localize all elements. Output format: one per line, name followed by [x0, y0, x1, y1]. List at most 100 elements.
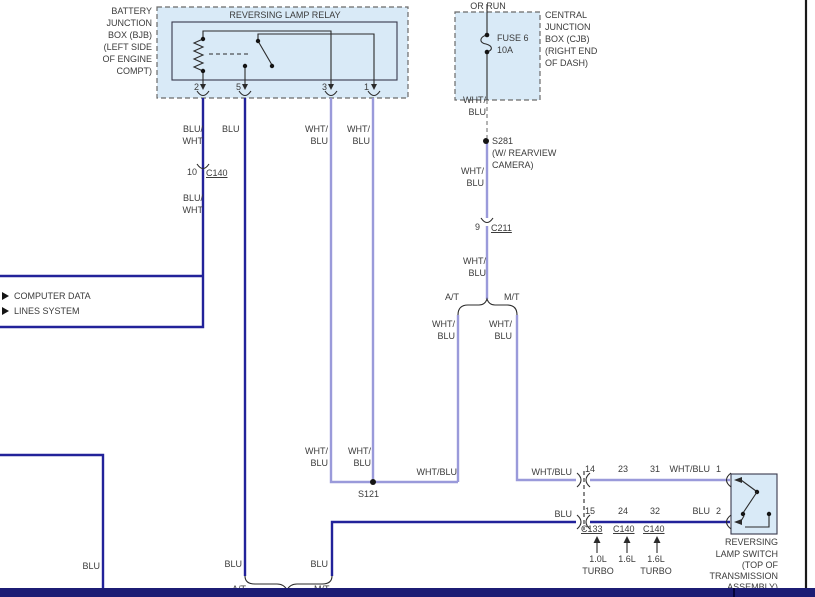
fuse-name: FUSE 6 — [497, 33, 529, 43]
branch-brace-top — [457, 297, 518, 316]
relay-pin-number: 5 — [235, 82, 241, 92]
splice-s281-name: S281 — [492, 136, 514, 146]
switch-label-line: REVERSING — [724, 537, 778, 547]
wire-color-line: WHT/ — [489, 319, 512, 329]
connector-link-c140[interactable]: C140 — [206, 168, 228, 178]
connector-pin-number: 15 — [585, 506, 596, 516]
wire-color-label: BLU — [692, 506, 710, 516]
connector-pin-number: 32 — [650, 506, 661, 516]
switch-pin-number: 1 — [716, 464, 722, 474]
wire-color-label: BLU — [222, 124, 240, 134]
wire-color-line: BLU/ — [182, 193, 203, 203]
wire-color-label: WHT/BLU — [669, 464, 711, 474]
arrow-right-icon — [2, 291, 9, 300]
wire-color-label: WHT/BLU — [531, 467, 573, 477]
wire-color-label: WHT/ BLU — [329, 445, 371, 469]
relay-title: REVERSING LAMP RELAY — [229, 10, 341, 20]
reversing-lamp-relay-box — [156, 6, 409, 99]
fuse-symbol — [480, 4, 492, 100]
wire-color-label: BLU/ WHT — [161, 123, 204, 147]
splice-dots — [370, 138, 489, 485]
switch-pin-number: 2 — [716, 506, 722, 516]
wire-color-line: BLU — [353, 458, 371, 468]
cdl-text: COMPUTER DATA — [14, 290, 91, 301]
connector-link-c211[interactable]: C211 — [491, 223, 512, 233]
connector-pin-number: 31 — [650, 464, 661, 474]
wire-color-line: BLU — [468, 268, 486, 278]
wire-color-label: BLU/ WHT — [161, 192, 204, 216]
connector-pin-number: 24 — [618, 506, 629, 516]
bottom-section-border — [0, 588, 815, 597]
bjb-label-line: JUNCTION — [106, 18, 153, 28]
up-arrow-icon — [623, 536, 631, 553]
power-source-label: OR RUN — [470, 1, 506, 11]
wire-color-line: WHT — [182, 136, 204, 146]
relay-pin-number: 1 — [363, 82, 369, 92]
variant-label: TURBO — [582, 566, 614, 576]
wire-color-label: BLU — [554, 509, 572, 519]
connector-link-c140[interactable]: C140 — [643, 524, 665, 534]
arrow-right-icon — [2, 306, 9, 315]
wire-color-label: WHT/ BLU — [440, 255, 486, 279]
connector-pin-number: 14 — [585, 464, 596, 474]
wire-color-line: BLU — [437, 331, 455, 341]
fuse-rating: 10A — [497, 45, 514, 55]
wire-color-label: BLU — [82, 561, 100, 571]
wire-color-label: WHT/ BLU — [438, 165, 484, 189]
wire-color-label: WHT/ BLU — [413, 318, 455, 342]
wire-color-label: WHT/ BLU — [286, 445, 328, 469]
relay-internals — [192, 30, 377, 90]
wire-color-line: WHT/ — [305, 124, 328, 134]
wire-color-line: WHT/ — [461, 166, 484, 176]
wire-color-line: WHT/ — [348, 446, 371, 456]
variant-label: 1.6L — [618, 554, 636, 564]
wire-color-label: WHT/ BLU — [286, 123, 328, 147]
up-arrow-icon — [593, 536, 601, 553]
cdl-text: LINES SYSTEM — [14, 305, 80, 316]
reversing-lamp-switch-box — [730, 473, 778, 535]
wires-wht-blu — [329, 98, 730, 484]
computer-data-lines-label: COMPUTER DATA LINES SYSTEM — [2, 288, 91, 318]
wire-color-label: WHT/ BLU — [440, 94, 486, 118]
switch-label-line: LAMP SWITCH — [715, 549, 778, 559]
cjb-label-line: JUNCTION — [545, 22, 591, 32]
wire-color-label: BLU — [224, 559, 242, 569]
splice-s281-note: (W/ REARVIEW — [492, 148, 557, 158]
wire-color-line: WHT/ — [463, 256, 486, 266]
wire-color-line: BLU — [494, 331, 512, 341]
variant-label: 1.0L — [589, 554, 607, 564]
cjb-label-line: BOX (CJB) — [545, 34, 590, 44]
bjb-label-line: BOX (BJB) — [107, 30, 152, 40]
bjb-label-line: COMPT) — [116, 66, 153, 76]
relay-pin-number: 2 — [193, 82, 199, 92]
cjb-fuse-box — [454, 11, 541, 101]
wire-color-line: BLU — [310, 136, 328, 146]
cjb-label-line: CENTRAL — [545, 10, 588, 20]
branch-label-mt: M/T — [504, 292, 520, 302]
connector-link-c133[interactable]: C133 — [581, 524, 603, 534]
switch-label-line: ASSEMBLY) — [727, 582, 778, 592]
connector-symbols — [196, 90, 732, 530]
wire-color-label: WHT/ BLU — [328, 123, 370, 147]
variant-label: 1.6L — [647, 554, 665, 564]
bjb-label-line: OF ENGINE — [102, 54, 152, 64]
switch-label-line: (TOP OF — [741, 560, 778, 570]
wire-color-line: WHT/ — [432, 319, 455, 329]
wire-color-line: WHT — [182, 205, 204, 215]
wire-color-line: WHT/ — [463, 95, 486, 105]
switch-label-line: TRANSMISSION — [709, 571, 778, 581]
connector-pin-number: 23 — [618, 464, 629, 474]
wire-color-line: WHT/ — [305, 446, 328, 456]
bjb-label-line: (LEFT SIDE — [103, 42, 152, 52]
connector-link-c140[interactable]: C140 — [613, 524, 635, 534]
cjb-label-line: (RIGHT END — [545, 46, 598, 56]
splice-s281-note: CAMERA) — [492, 160, 534, 170]
cjb-label-line: OF DASH) — [545, 58, 589, 68]
variant-label: TURBO — [640, 566, 672, 576]
splice-s121-name: S121 — [358, 489, 380, 499]
wire-color-label: WHT/ BLU — [470, 318, 512, 342]
wire-color-label: BLU — [310, 559, 328, 569]
up-arrow-icon — [653, 536, 661, 553]
wire-color-line: WHT/ — [347, 124, 370, 134]
